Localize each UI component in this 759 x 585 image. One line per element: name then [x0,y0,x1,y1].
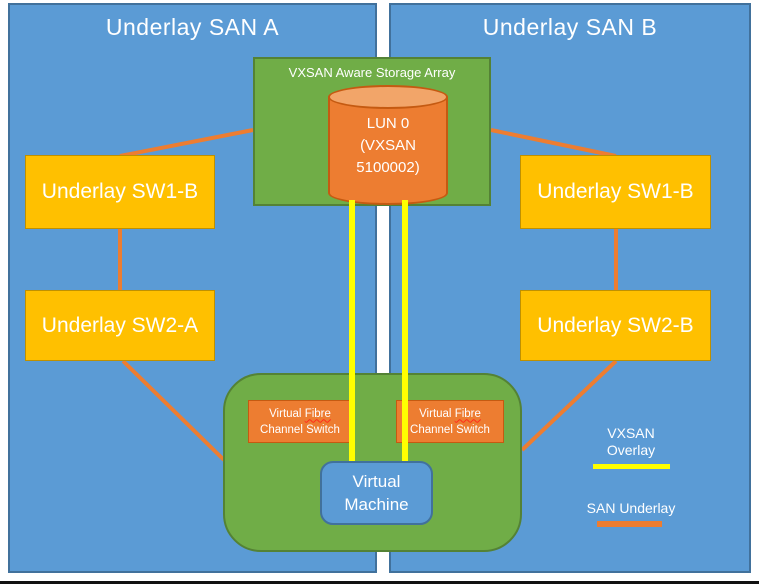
bottom-border-line [0,581,759,584]
lun-label-line1: LUN 0 [366,115,410,132]
underlay-san-b-title: Underlay SAN B [482,14,658,40]
virtual-fibre-channel-switch-left: Virtual Fibre Channel Switch [248,400,352,443]
misspelled-word: Fibre [304,407,331,420]
underlay-sw2-a-left-label: Underlay SW2-A [41,313,199,337]
legend-vxsan-overlay-label: VXSAN Overlay [606,425,656,458]
vfc-left-line1: Virtual Fibre [269,407,331,420]
underlay-sw2-b-right-box: Underlay SW2-B [520,290,711,361]
vm-label-line2: Machine [344,495,409,514]
vfc-left-line2: Channel Switch [260,423,340,436]
lun-label-line2: (VXSAN [360,137,416,154]
underlay-sw1-b-right-label: Underlay SW1-B [537,180,694,203]
legend-san-underlay-swatch [597,521,662,527]
lun-cylinder-body [328,97,448,193]
vm-label-line1: Virtual [352,472,401,491]
vfc-right-line2: Channel Switch [410,423,490,436]
misspelled-word: Fibre [454,407,481,420]
underlay-san-b-panel: Underlay SAN B [389,3,751,573]
legend-vxsan-overlay-swatch [593,464,670,469]
underlay-sw1-b-right-box: Underlay SW1-B [520,155,711,229]
underlay-sw2-a-left-box: Underlay SW2-A [25,290,215,361]
underlay-san-a-title: Underlay SAN A [105,14,280,40]
storage-array-title: VXSAN Aware Storage Array [288,65,456,80]
underlay-sw1-b-left-box: Underlay SW1-B [25,155,215,229]
lun-label-line3: 5100002) [356,159,420,176]
virtual-fibre-channel-switch-right: Virtual Fibre Channel Switch [396,400,504,443]
vfc-right-line1: Virtual Fibre [419,407,481,420]
lun-label: LUN 0 (VXSAN 5100002) [328,113,448,179]
underlay-sw2-b-right-label: Underlay SW2-B [537,313,694,337]
legend-san-underlay-label: SAN Underlay [586,500,676,516]
virtual-machine-box: Virtual Machine [320,461,433,525]
lun-cylinder-top [328,85,448,109]
underlay-sw1-b-left-label: Underlay SW1-B [41,180,199,203]
vxsan-storage-array-box: VXSAN Aware Storage Array [253,57,491,206]
